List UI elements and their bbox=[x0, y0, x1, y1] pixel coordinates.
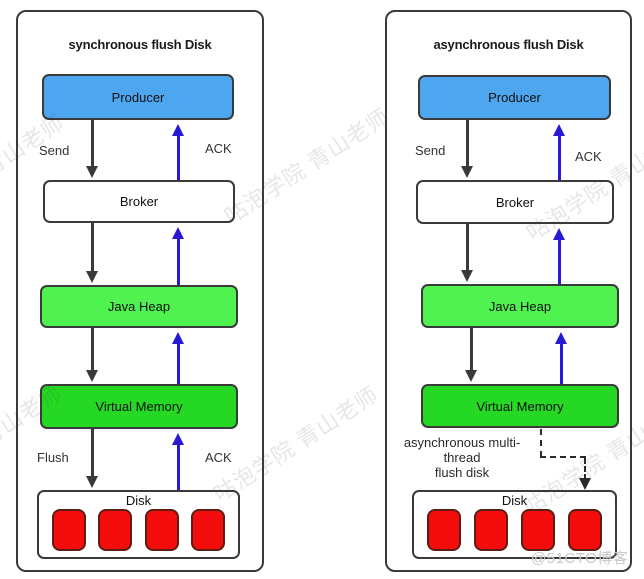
flow-arrow-broker-javaheap bbox=[86, 223, 99, 283]
ack-arrow-javaheap-broker bbox=[553, 228, 566, 284]
ack-arrow-vm-javaheap bbox=[172, 332, 185, 384]
disk-blocks bbox=[39, 509, 238, 551]
broker-box: Broker bbox=[43, 180, 235, 223]
async-note-line: flush disk bbox=[434, 465, 490, 480]
panel-asynchronous: asynchronous flush Disk Producer Broker … bbox=[385, 10, 632, 572]
ack-arrow-broker-producer bbox=[553, 124, 566, 180]
ack-arrow-javaheap-broker bbox=[172, 227, 185, 285]
disk-block bbox=[191, 509, 226, 551]
disk-box: Disk bbox=[37, 490, 240, 559]
disk-block bbox=[51, 509, 86, 551]
disk-box: Disk bbox=[412, 490, 617, 559]
flush-arrow-vm-disk bbox=[86, 429, 99, 488]
disk-block bbox=[144, 509, 179, 551]
panel-synchronous: synchronous flush Disk Producer Broker J… bbox=[16, 10, 264, 572]
virtual-memory-box: Virtual Memory bbox=[421, 384, 619, 428]
disk-block bbox=[568, 509, 602, 551]
disk-blocks bbox=[414, 509, 615, 551]
async-flush-arrowhead bbox=[578, 478, 591, 490]
panel-title: asynchronous flush Disk bbox=[433, 37, 584, 52]
disk-block bbox=[427, 509, 461, 551]
async-note-line: asynchronous multi- bbox=[403, 435, 521, 450]
flow-arrow-javaheap-vm bbox=[86, 328, 99, 382]
disk-label: Disk bbox=[125, 493, 152, 508]
ack-arrow-broker-producer bbox=[172, 124, 185, 180]
async-note-line: thread bbox=[443, 450, 481, 465]
broker-box: Broker bbox=[416, 180, 614, 224]
disk-label: Disk bbox=[501, 493, 528, 508]
flow-arrow-producer-broker bbox=[461, 120, 474, 178]
disk-block bbox=[474, 509, 508, 551]
ack-label: ACK bbox=[575, 149, 602, 164]
java-heap-box: Java Heap bbox=[421, 284, 619, 328]
flush-label: Flush bbox=[37, 450, 69, 465]
producer-box: Producer bbox=[418, 75, 611, 120]
flow-arrow-broker-javaheap bbox=[461, 224, 474, 282]
java-heap-box: Java Heap bbox=[40, 285, 238, 328]
disk-block bbox=[98, 509, 133, 551]
ack-arrow-vm-javaheap bbox=[555, 332, 568, 384]
ack-arrow-disk-vm bbox=[172, 433, 185, 490]
ack-label: ACK bbox=[205, 141, 232, 156]
send-label: Send bbox=[415, 143, 446, 158]
flow-arrow-producer-broker bbox=[86, 120, 99, 178]
ack-label: ACK bbox=[205, 450, 232, 465]
virtual-memory-box: Virtual Memory bbox=[40, 384, 238, 429]
async-flush-dashed-segment bbox=[584, 458, 586, 480]
async-flush-note: asynchronous multi- thread flush disk bbox=[393, 435, 531, 480]
send-label: Send bbox=[39, 143, 70, 158]
panel-title: synchronous flush Disk bbox=[68, 37, 212, 52]
async-flush-dashed-segment bbox=[540, 456, 586, 458]
async-flush-dashed-segment bbox=[540, 429, 542, 457]
producer-box: Producer bbox=[42, 74, 234, 120]
flow-arrow-javaheap-vm bbox=[465, 328, 478, 382]
disk-block bbox=[521, 509, 555, 551]
